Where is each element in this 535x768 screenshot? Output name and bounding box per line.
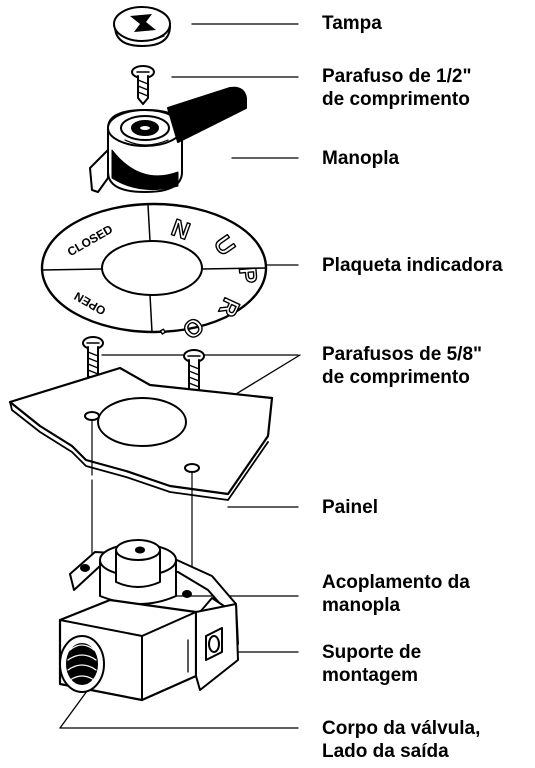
label-tampa: Tampa bbox=[322, 12, 382, 35]
painel-panel bbox=[8, 366, 274, 575]
label-parafusos-5-8-line1: Parafusos de 5/8" bbox=[322, 344, 483, 365]
label-painel: Painel bbox=[322, 496, 378, 519]
label-parafusos-5-8: Parafusos de 5/8" de comprimento bbox=[322, 343, 482, 389]
label-corpo-line1: Corpo da válvula, bbox=[322, 718, 481, 739]
label-parafusos-5-8-line2: de comprimento bbox=[322, 367, 470, 388]
label-suporte-line1: Suporte de bbox=[322, 642, 422, 663]
label-tampa-text: Tampa bbox=[322, 13, 382, 34]
tampa-cap bbox=[113, 6, 171, 47]
label-acoplamento-line2: manopla bbox=[322, 595, 401, 616]
screw-half-inch bbox=[131, 65, 155, 105]
manopla-handle bbox=[89, 86, 247, 193]
label-plaqueta-text: Plaqueta indicadora bbox=[322, 255, 503, 276]
label-plaqueta: Plaqueta indicadora bbox=[322, 254, 503, 277]
acoplamento-coupling bbox=[99, 539, 177, 605]
label-parafuso-half-line2: de comprimento bbox=[322, 89, 470, 110]
label-painel-text: Painel bbox=[322, 497, 378, 518]
label-corpo-line2: Lado da saída bbox=[322, 741, 449, 762]
label-suporte: Suporte de montagem bbox=[322, 641, 421, 687]
label-corpo: Corpo da válvula, Lado da saída bbox=[322, 717, 480, 763]
valve-body-assembly bbox=[58, 539, 239, 702]
plate-brand-letter: P bbox=[233, 266, 261, 284]
label-acoplamento-line1: Acoplamento da bbox=[322, 572, 470, 593]
label-manopla-text: Manopla bbox=[322, 148, 400, 169]
label-suporte-line2: montagem bbox=[322, 665, 419, 686]
label-acoplamento: Acoplamento da manopla bbox=[322, 571, 470, 617]
label-parafuso-half: Parafuso de 1/2" de comprimento bbox=[322, 65, 471, 111]
plaqueta-indicadora: CLOSED OPEN N U P R O . bbox=[40, 202, 268, 351]
label-manopla: Manopla bbox=[322, 147, 399, 170]
label-parafuso-half-line1: Parafuso de 1/2" bbox=[322, 66, 472, 87]
